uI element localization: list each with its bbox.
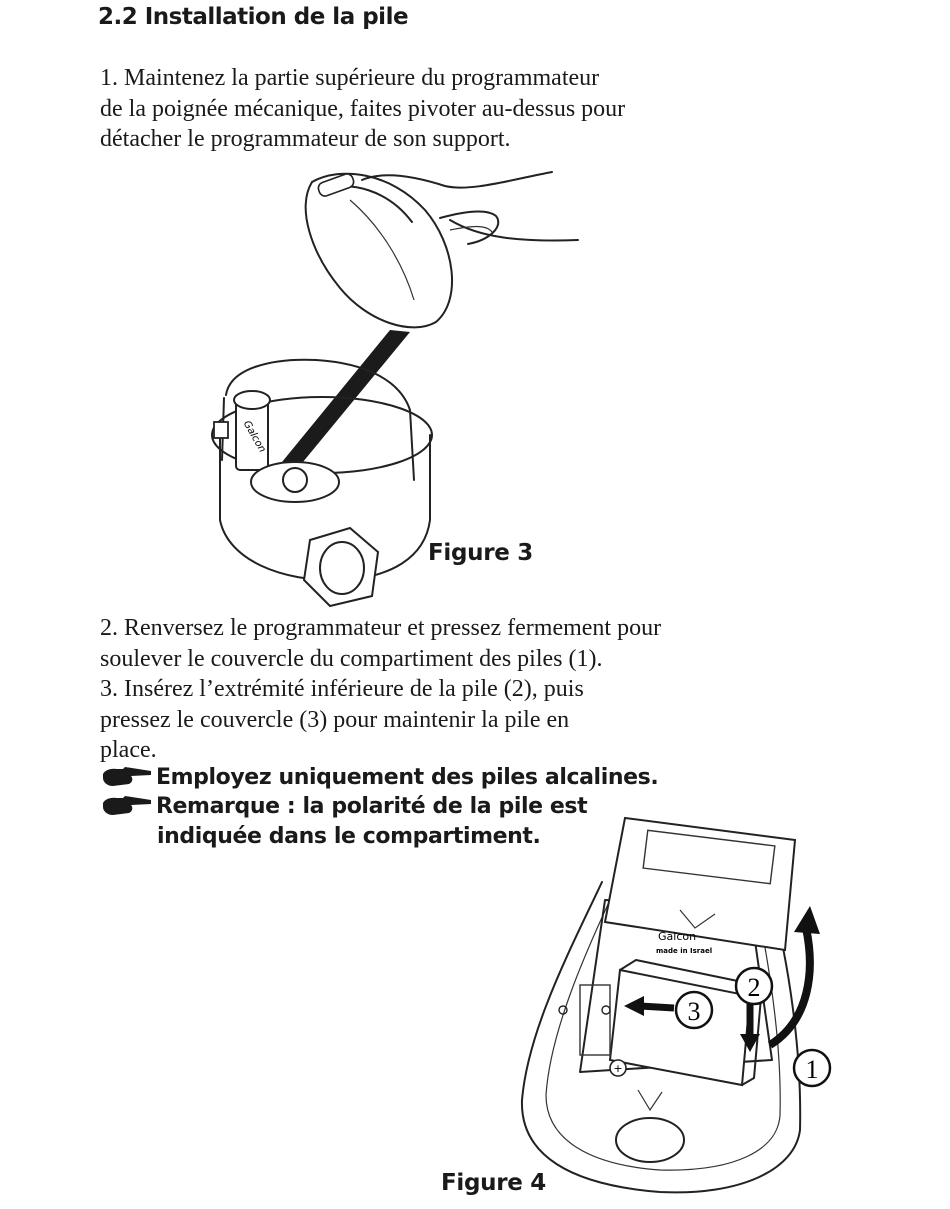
hand-lower-edge (449, 219, 579, 242)
lift-arrow (767, 927, 814, 1049)
callout-2: 2 (734, 966, 774, 1006)
controller-top (304, 172, 454, 329)
figure-4-illustration: Galcon made in Israel + 3 2 1 (520, 816, 832, 1194)
hand-upper-edge (361, 171, 553, 189)
svg-text:3: 3 (688, 997, 701, 1026)
compartment-cover (603, 816, 797, 952)
figure-4-caption: Figure 4 (441, 1170, 546, 1196)
controller-knob (317, 173, 355, 197)
step-line: soulever le couvercle du compartiment de… (100, 645, 603, 672)
pointing-hand-icon (103, 767, 151, 786)
step-line: 3. Insérez l’extrémité inférieure de la … (100, 676, 584, 702)
battery-terminals (579, 984, 611, 1056)
valve-cup (225, 358, 411, 411)
step-line: 2. Renversez le programmateur et pressez… (100, 615, 662, 641)
step-1-line: détacher le programmateur de son support… (100, 126, 511, 152)
step-line: place. (100, 737, 157, 763)
note-text: Remarque : la polarité de la pile est (156, 794, 588, 819)
battery-plus-marker (609, 1059, 627, 1077)
note-polarity: Remarque : la polarité de la pile est in… (100, 792, 588, 852)
connector-shaft (282, 330, 410, 468)
battery (608, 968, 752, 1087)
note-text-continued: indiquée dans le compartiment. (157, 824, 541, 849)
controller-button (615, 1117, 685, 1163)
svg-text:2: 2 (748, 973, 761, 1002)
step-1-line: 1. Maintenez la partie supérieure du pro… (100, 65, 600, 91)
note-text: Employez uniquement des piles alcalines. (156, 765, 659, 790)
made-in-label: made in Israel (656, 947, 712, 955)
figure-3-illustration: Galcon (211, 171, 579, 608)
step-line: pressez le couvercle (3) pour maintenir … (100, 706, 570, 733)
pointing-hand-icon (103, 796, 151, 815)
press-arrow (639, 1002, 675, 1012)
controller-shell (520, 881, 802, 1194)
svg-text:+: + (613, 1062, 622, 1075)
callout-3: 3 (674, 990, 714, 1030)
hand-fingers (439, 210, 500, 245)
svg-text:1: 1 (806, 1055, 819, 1084)
controller-brand: Galcon (658, 930, 696, 943)
section-title: 2.2 Installation de la pile (98, 4, 409, 30)
note-alkaline: Employez uniquement des piles alcalines. (100, 763, 659, 793)
steps-2-3-instructions: 2. Renversez le programmateur et pressez… (100, 613, 800, 766)
step-1-instructions: 1. Maintenez la partie supérieure du pro… (100, 63, 800, 155)
callout-1: 1 (792, 1048, 832, 1088)
figure-3-caption: Figure 3 (428, 540, 533, 566)
step-1-line: de la poignée mécanique, faites pivoter … (100, 95, 626, 122)
